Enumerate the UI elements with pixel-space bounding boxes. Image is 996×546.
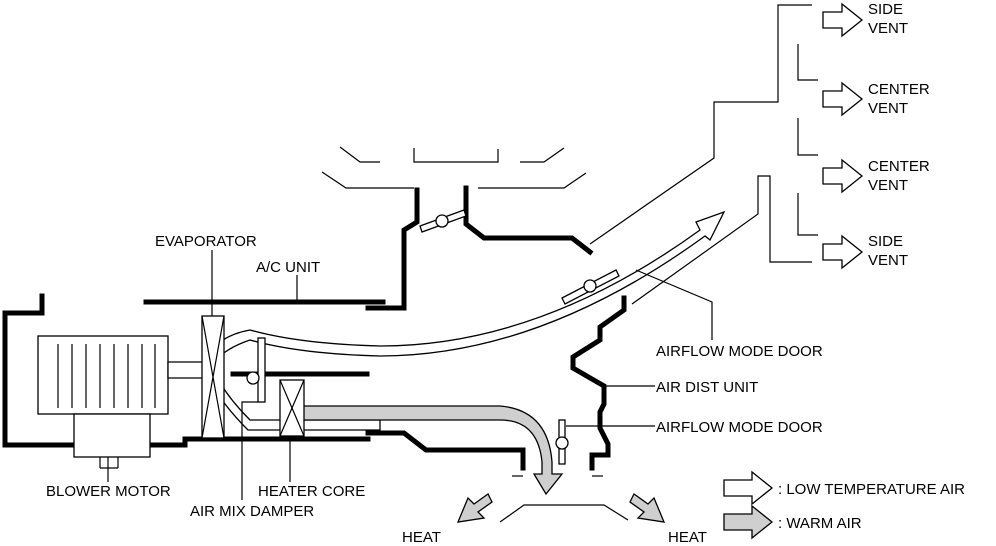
label-blower-motor: BLOWER MOTOR	[46, 483, 171, 500]
center-vent-2-arrow	[822, 158, 864, 194]
heat-right-arrow	[629, 493, 666, 523]
label-center-vent-2-2: VENT	[868, 177, 908, 194]
leader-lines	[107, 250, 713, 500]
air-mix-damper	[246, 337, 266, 403]
side-vent-bottom-arrow	[822, 234, 864, 270]
legend: : LOW TEMPERATURE AIR : WARM AIR	[723, 470, 965, 540]
component-labels: EVAPORATOR A/C UNIT BLOWER MOTOR HEATER …	[46, 233, 823, 546]
label-center-vent-1-2: VENT	[868, 100, 908, 117]
label-heat-left: HEAT	[402, 529, 441, 546]
label-heater-core: HEATER CORE	[258, 483, 365, 500]
label-side-vent-top-1: SIDE	[868, 1, 903, 18]
side-vent-top-arrow	[822, 2, 864, 38]
legend-warm-label: : WARM AIR	[778, 515, 862, 532]
label-evaporator: EVAPORATOR	[155, 233, 257, 250]
blower-motor	[37, 335, 169, 469]
label-side-vent-bottom-1: SIDE	[868, 233, 903, 250]
warm-airflow	[299, 405, 564, 496]
vent-labels: SIDE VENT CENTER VENT CENTER VENT SIDE V…	[868, 1, 930, 269]
label-center-vent-2-1: CENTER	[868, 158, 930, 175]
airflow-mode-door-lower	[555, 419, 569, 465]
label-air-dist-unit: AIR DIST UNIT	[656, 379, 758, 396]
legend-low-temp-arrow	[723, 470, 774, 506]
label-ac-unit: A/C UNIT	[256, 259, 320, 276]
label-air-mix-damper: AIR MIX DAMPER	[190, 503, 314, 520]
label-center-vent-1-1: CENTER	[868, 81, 930, 98]
blower-fins	[57, 344, 156, 408]
airflow-mode-door-upper	[561, 269, 620, 305]
heat-arrows	[456, 493, 666, 523]
label-heat-right: HEAT	[668, 529, 707, 546]
vent-arrows	[822, 2, 864, 270]
label-side-vent-top-2: VENT	[868, 20, 908, 37]
center-vent-1-arrow	[822, 81, 864, 117]
heat-left-arrow	[456, 493, 493, 523]
thin-outlines	[321, 4, 818, 523]
heater-core	[279, 379, 305, 437]
intake-door	[419, 209, 467, 233]
evaporator	[201, 315, 225, 439]
legend-warm-arrow	[723, 504, 774, 540]
legend-low-temp-label: : LOW TEMPERATURE AIR	[778, 481, 965, 498]
label-airflow-mode-door-lower: AIRFLOW MODE DOOR	[656, 419, 823, 436]
label-airflow-mode-door-upper: AIRFLOW MODE DOOR	[656, 343, 823, 360]
label-side-vent-bottom-2: VENT	[868, 252, 908, 269]
low-temp-airflow	[167, 210, 726, 431]
